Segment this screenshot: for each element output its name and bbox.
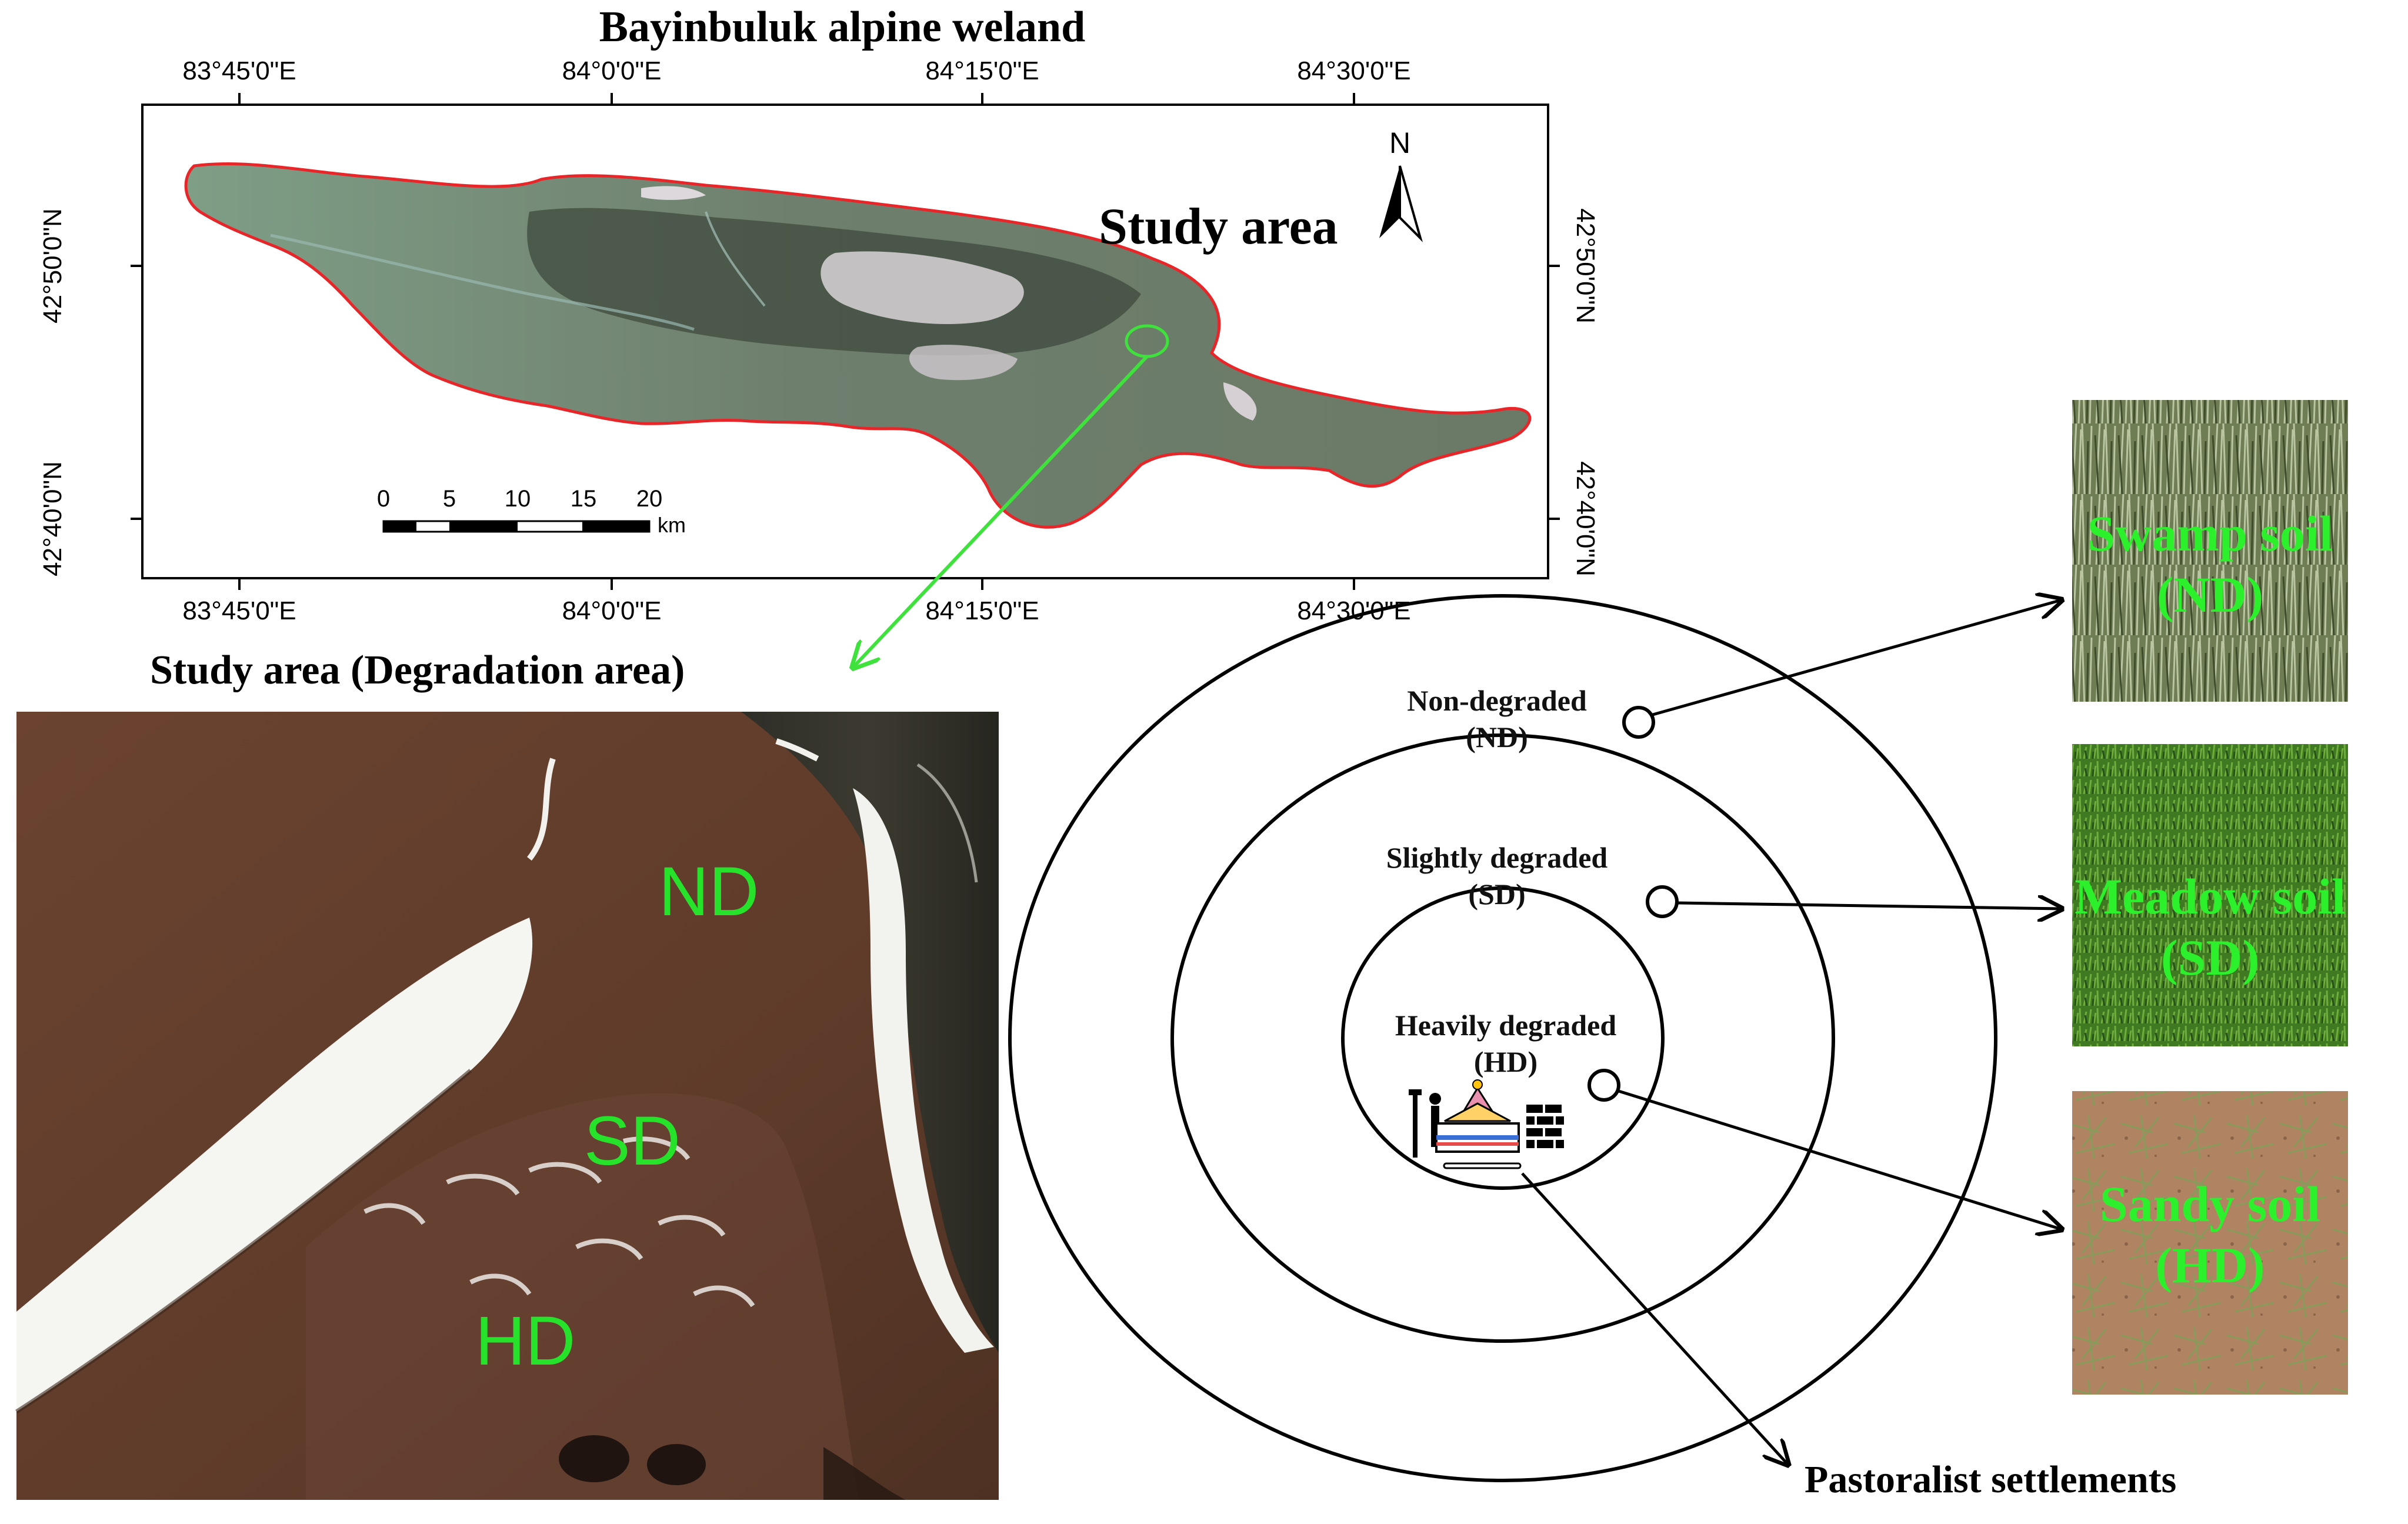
meadow-soil-label-line2: (SD) bbox=[2160, 929, 2260, 986]
lat-label-right-2: 42°40'0"N bbox=[1571, 461, 1600, 576]
zone-ring-middle bbox=[1170, 733, 1835, 1343]
zone-label-sd-line2: (SD) bbox=[1468, 878, 1526, 911]
degradation-area-title: Study area (Degradation area) bbox=[150, 648, 685, 693]
arrow-to-meadow-soil bbox=[1676, 903, 2062, 909]
swamp-soil-photo bbox=[2072, 400, 2348, 702]
degradation-zone-diagram bbox=[1008, 594, 2062, 1482]
scale-unit: km bbox=[658, 513, 686, 537]
lon-label-top-2: 84°0'0"E bbox=[562, 56, 662, 85]
degradation-satellite-image bbox=[15, 712, 999, 1500]
lon-label-top-3: 84°15'0"E bbox=[925, 56, 1039, 85]
sandy-soil-label-line1: Sandy soil bbox=[2099, 1176, 2321, 1232]
arrow-to-settlements bbox=[1521, 1172, 1788, 1465]
zone-label-hd-line2: (HD) bbox=[1473, 1045, 1538, 1078]
green-zoom-arrow bbox=[853, 355, 1149, 668]
swamp-soil-label-line2: (ND) bbox=[2156, 566, 2264, 623]
sandy-soil-label: Sandy soil (HD) bbox=[2072, 1173, 2348, 1296]
swamp-soil-label-line1: Swamp soil bbox=[2087, 505, 2333, 562]
lon-label-bottom-4: 84°30'0"E bbox=[1297, 596, 1411, 625]
sandy-soil-photo bbox=[2072, 1091, 2348, 1395]
lon-label-top-4: 84°30'0"E bbox=[1297, 56, 1411, 85]
sample-point-nd bbox=[1622, 706, 1655, 739]
image-label-sd: SD bbox=[584, 1102, 681, 1180]
zone-label-sd: Slightly degraded (SD) bbox=[1386, 839, 1607, 912]
lon-label-bottom-2: 84°0'0"E bbox=[562, 596, 662, 625]
scale-tick-5: 5 bbox=[442, 486, 456, 512]
north-arrow-icon bbox=[1379, 165, 1423, 242]
zone-label-sd-line1: Slightly degraded bbox=[1386, 841, 1608, 874]
wetland-satellite-outline bbox=[184, 162, 1532, 529]
image-label-hd: HD bbox=[475, 1302, 576, 1380]
scale-tick-10: 10 bbox=[504, 486, 531, 512]
arrow-to-swamp-soil bbox=[1652, 600, 2062, 716]
scale-bar bbox=[382, 520, 651, 533]
meadow-soil-label-line1: Meadow soil bbox=[2074, 868, 2346, 925]
lat-label-right-1: 42°50'0"N bbox=[1571, 208, 1600, 324]
scale-tick-0: 0 bbox=[376, 486, 391, 512]
north-label: N bbox=[1389, 126, 1411, 159]
image-label-nd: ND bbox=[659, 853, 759, 931]
zone-ring-inner bbox=[1341, 886, 1665, 1190]
zone-ring-outer bbox=[1008, 594, 1997, 1482]
zone-label-hd-line1: Heavily degraded bbox=[1395, 1009, 1617, 1042]
zone-label-nd-line1: Non-degraded bbox=[1407, 684, 1587, 717]
pastoralist-settlement-icon bbox=[1409, 1079, 1564, 1169]
overview-map-title: Bayinbuluk alpine weland bbox=[599, 3, 1086, 51]
lon-label-top-1: 83°45'0"E bbox=[182, 56, 296, 85]
sample-point-hd bbox=[1587, 1069, 1620, 1102]
settlement-label: Pastoralist settlements bbox=[1805, 1458, 2177, 1501]
study-area-label: Study area bbox=[1099, 198, 1338, 255]
scale-tick-20: 20 bbox=[636, 486, 663, 512]
sandy-soil-label-line2: (HD) bbox=[2155, 1237, 2265, 1293]
sample-point-sd bbox=[1646, 885, 1679, 918]
lon-label-bottom-1: 83°45'0"E bbox=[182, 596, 296, 625]
arrow-to-sandy-soil bbox=[1618, 1089, 2062, 1229]
zone-label-nd-line2: (ND) bbox=[1466, 721, 1528, 753]
meadow-soil-label: Meadow soil (SD) bbox=[2072, 866, 2348, 988]
scale-tick-15: 15 bbox=[570, 486, 597, 512]
zone-label-hd: Heavily degraded (HD) bbox=[1395, 1007, 1616, 1080]
lat-label-left-2: 42°40'0"N bbox=[38, 461, 67, 576]
meadow-soil-photo bbox=[2072, 744, 2348, 1046]
lat-label-left-1: 42°50'0"N bbox=[38, 208, 67, 324]
lon-label-bottom-3: 84°15'0"E bbox=[925, 596, 1039, 625]
swamp-soil-label: Swamp soil (ND) bbox=[2072, 503, 2348, 625]
zone-label-nd: Non-degraded (ND) bbox=[1407, 682, 1587, 755]
map-frame-ticks bbox=[131, 93, 1560, 590]
